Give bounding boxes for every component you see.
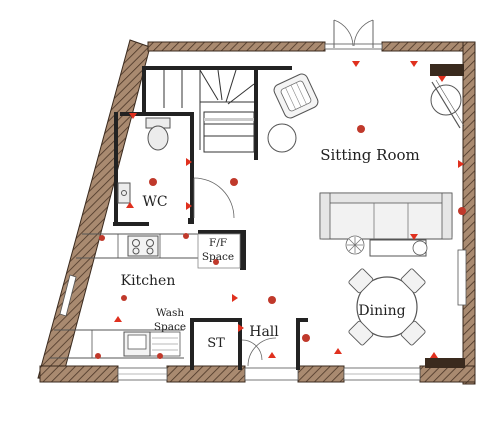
wall-bottom-4 <box>419 365 476 383</box>
wall-corner-top-right <box>430 64 464 76</box>
wall-bottom-3 <box>297 365 345 383</box>
plant <box>345 235 365 255</box>
sofa <box>319 192 453 240</box>
label-dining: Dining <box>358 303 405 319</box>
label-sitting-room: Sitting Room <box>320 146 420 164</box>
hall-doors <box>241 337 277 367</box>
internal-walls <box>113 66 308 370</box>
wall-top-right <box>381 41 473 52</box>
wall-bottom-1 <box>39 365 119 383</box>
label-wc: WC <box>142 194 167 210</box>
label-ff-space-line2: Space <box>202 251 234 263</box>
window-left <box>59 274 77 317</box>
sitting-room-furniture <box>267 73 465 257</box>
label-st: ST <box>207 336 225 351</box>
kitchen-fixtures <box>50 233 241 359</box>
dining-table <box>356 276 418 338</box>
label-kitchen: Kitchen <box>121 273 176 289</box>
armchair <box>273 73 319 119</box>
side-table <box>267 123 297 153</box>
hob <box>127 235 159 257</box>
wall-top-left <box>147 41 326 52</box>
window-right <box>457 249 467 306</box>
wall-left-diagonal <box>37 39 151 381</box>
wc-fixtures <box>117 117 235 219</box>
dining-set <box>348 268 426 346</box>
openings <box>59 19 467 381</box>
label-hall: Hall <box>249 324 279 340</box>
room-labels: Sitting Room WC F/F Space Kitchen Wash S… <box>121 146 420 351</box>
french-doors <box>324 43 383 50</box>
toilet-bowl <box>147 125 169 151</box>
wall-corner-bottom-right <box>425 358 465 368</box>
front-door <box>244 367 299 381</box>
label-ff-space-line1: F/F <box>209 237 227 249</box>
label-wash-space-line1: Wash <box>156 307 185 319</box>
staircase <box>146 69 255 153</box>
electrical-markers <box>95 61 466 359</box>
label-wash-space-line2: Space <box>154 321 186 333</box>
wall-bottom-2 <box>166 365 246 383</box>
basin <box>117 182 131 204</box>
